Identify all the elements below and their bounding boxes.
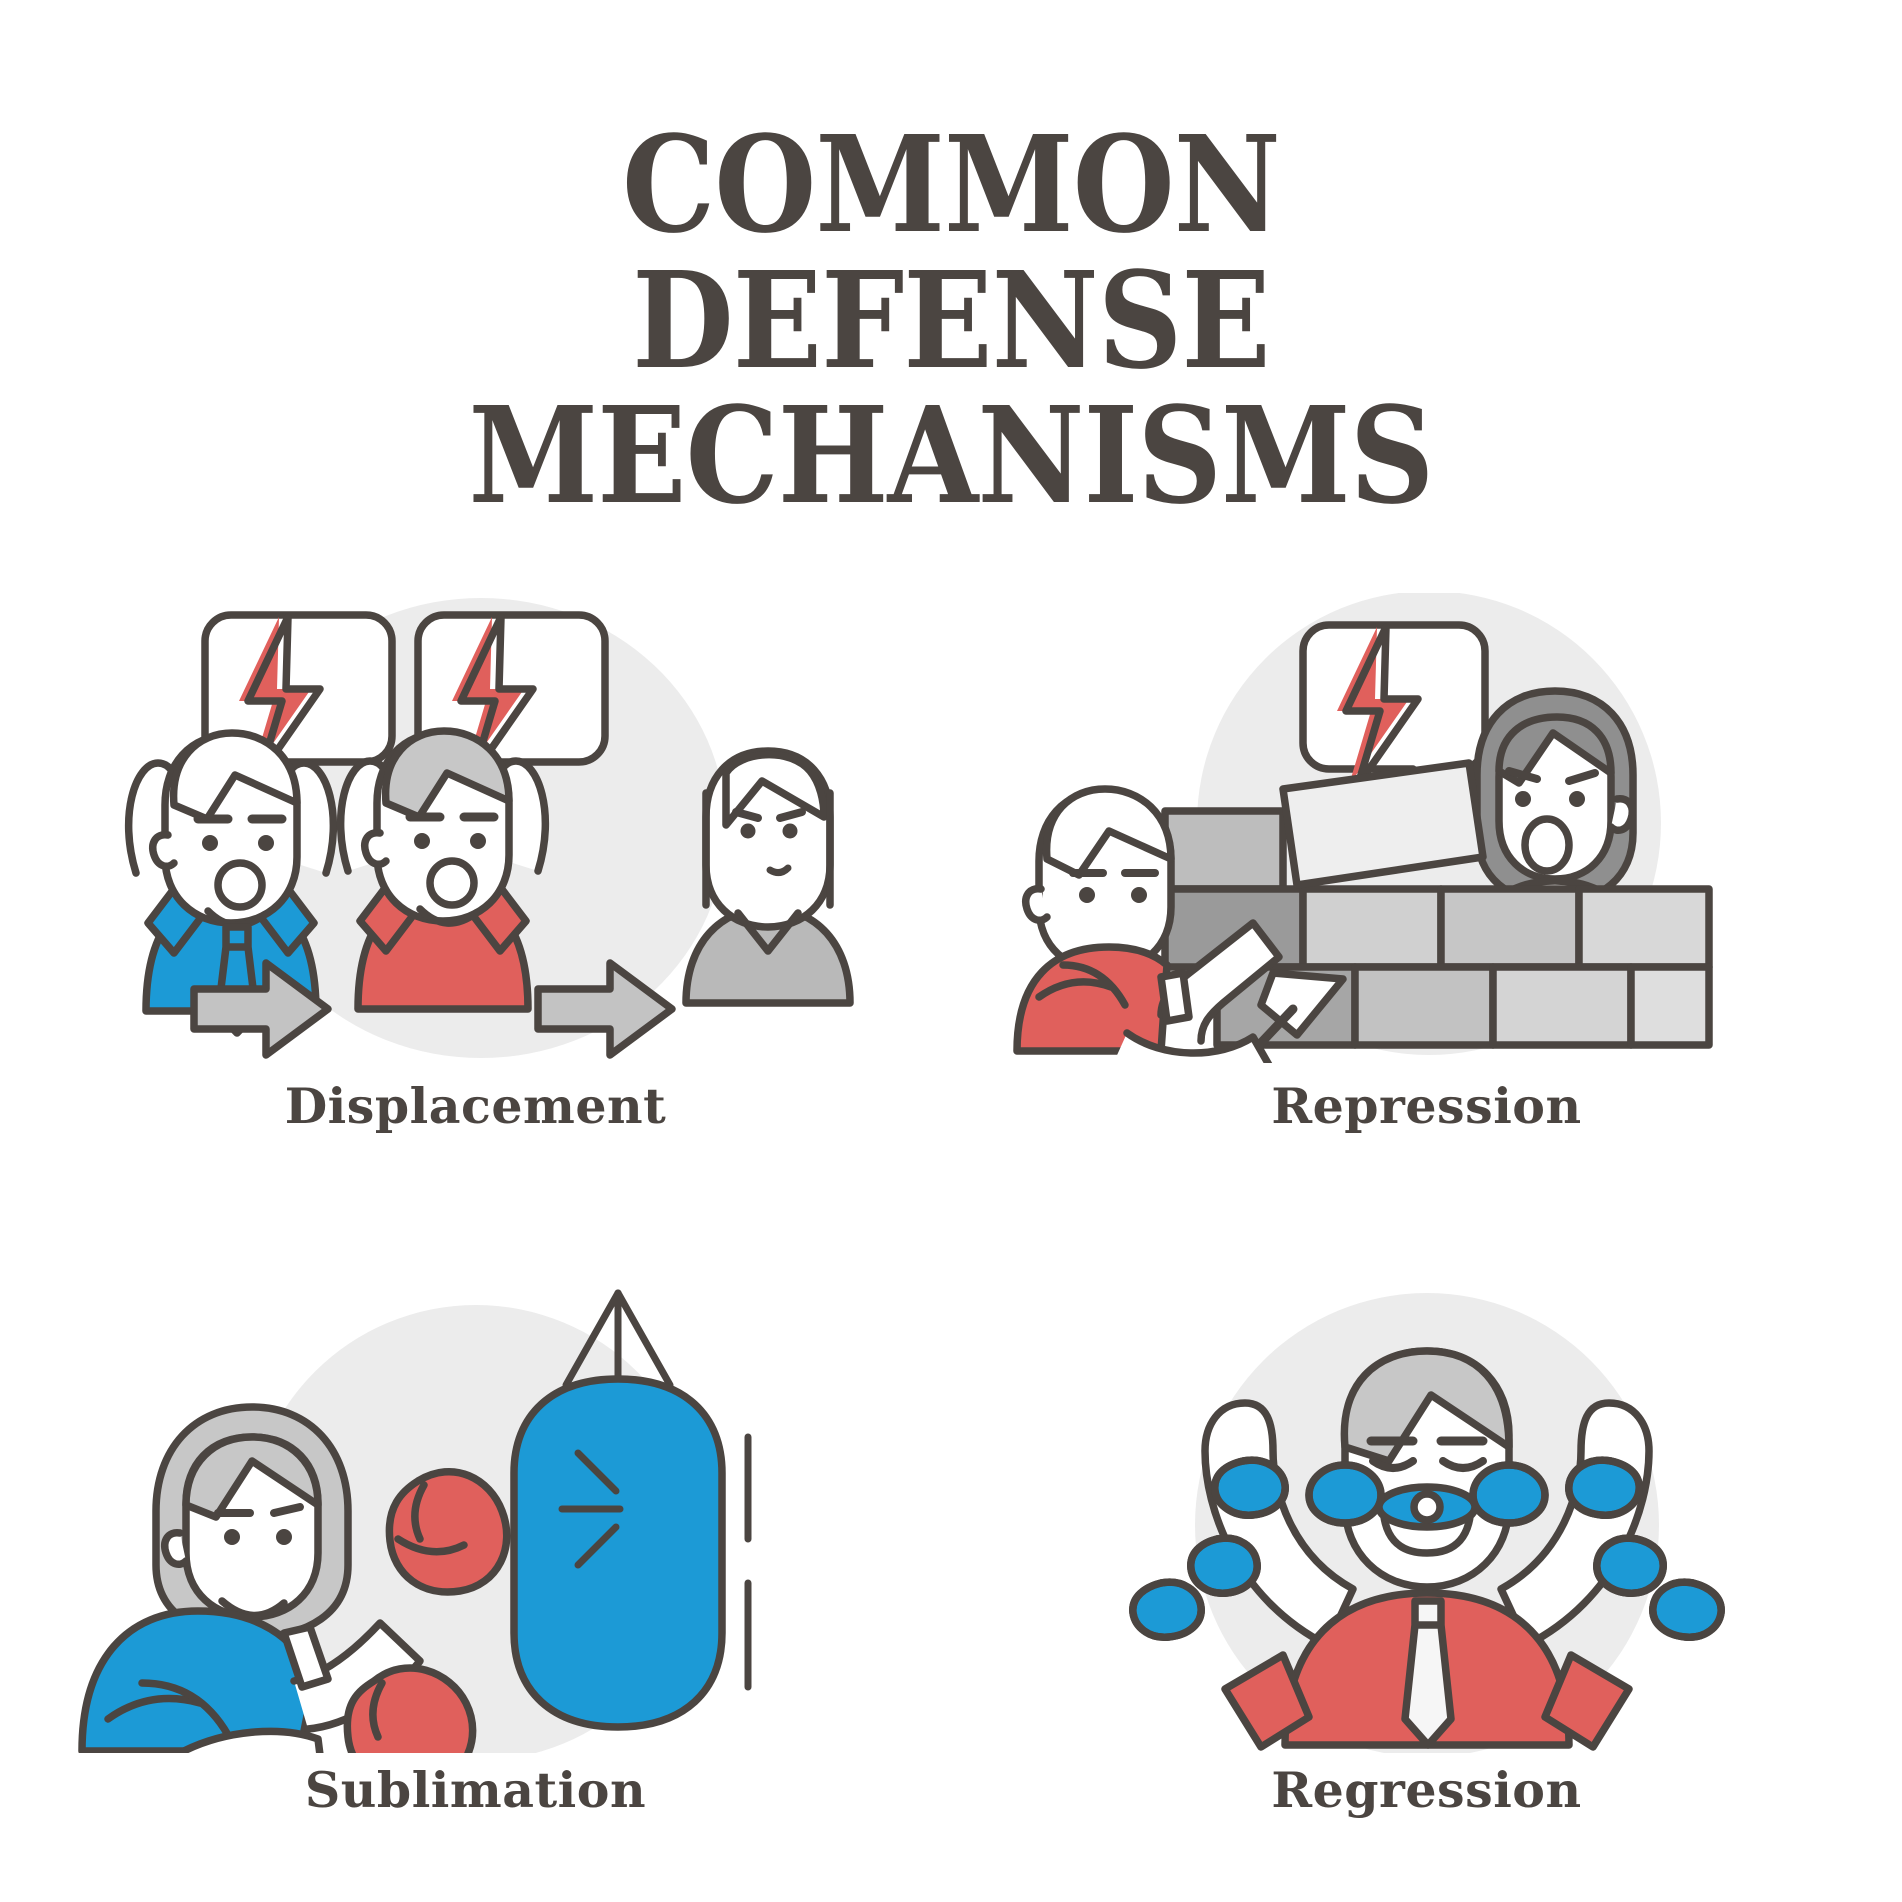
brick [1436, 885, 1583, 971]
man-ear [1021, 885, 1051, 924]
fringe [181, 1433, 322, 1521]
figure-red [336, 727, 549, 1013]
eye-right-blue [257, 834, 274, 851]
eye-left-blue [201, 834, 218, 851]
eye-l [223, 1528, 240, 1545]
glove-top-thumb [393, 1535, 468, 1556]
ear-blue [148, 831, 178, 870]
glove-top [385, 1467, 510, 1596]
man-shoulder-line2 [1058, 961, 1129, 1009]
arm-lower [179, 1727, 324, 1753]
brick [1488, 963, 1635, 1049]
pacifier [1374, 1483, 1479, 1531]
panel-repression[interactable]: Repression [951, 592, 1902, 1183]
woman-collar [733, 909, 802, 955]
man-eye-l [1078, 886, 1095, 903]
man-hair [1042, 785, 1175, 879]
sleeve-right [1540, 1651, 1633, 1751]
illustration-repression [977, 592, 1877, 1063]
caption-regression: Regression [1271, 1760, 1582, 1819]
hair-red [381, 727, 513, 821]
caption-repression: Repression [1271, 1076, 1582, 1135]
figure-man-builder [1012, 785, 1347, 1063]
cuff-up [1156, 969, 1193, 1025]
neck [217, 1597, 288, 1620]
trowel-handle [1254, 1004, 1297, 1050]
illustration-displacement [26, 593, 926, 1063]
eye-right-red [469, 832, 486, 849]
brick-wall [1160, 759, 1713, 1049]
woman-brow-l [1504, 766, 1541, 783]
eye-left-red [413, 832, 430, 849]
woman-eye-left [740, 823, 755, 839]
caption-displacement: Displacement [284, 1076, 667, 1135]
brick [1350, 963, 1497, 1049]
woman-brow-r [1564, 768, 1599, 785]
arrow-2 [533, 959, 676, 1059]
woman-fringe [1494, 713, 1615, 787]
mouth-red [425, 857, 478, 909]
bag-chain [562, 1289, 673, 1389]
panel-regression[interactable]: Regression [951, 1283, 1902, 1873]
eye-closed-right [1438, 1456, 1487, 1472]
glove-bottom-seam [368, 1679, 386, 1741]
sleeve-left [1220, 1651, 1313, 1751]
ear-red [360, 829, 390, 868]
illustration-regression [977, 1283, 1877, 1753]
panel-grid: Displacement [0, 592, 1902, 1873]
cuff-upper [279, 1623, 332, 1691]
figure-woman-boxer [77, 1403, 510, 1753]
brick [1160, 807, 1287, 893]
woman-eye-r [1568, 790, 1585, 807]
tie [1400, 1597, 1455, 1749]
woman-eye-l [1514, 790, 1531, 807]
page-title: COMMON DEFENSE MECHANISMS [468, 107, 1435, 535]
woman-mouth [766, 864, 791, 876]
body-line2 [137, 1679, 232, 1739]
mouth-blue [213, 859, 266, 911]
body-line1 [103, 1694, 204, 1723]
glove-top-seam [410, 1481, 428, 1543]
woman-brow-left [731, 807, 762, 822]
hair-blue [169, 729, 301, 823]
figure-woman [681, 747, 854, 1007]
neck-red [415, 905, 480, 927]
woman-eye-right [782, 823, 797, 839]
tears-outline [1128, 1456, 1725, 1641]
brow-r [269, 1502, 304, 1517]
man-eye-r [1130, 886, 1147, 903]
woman-hair [721, 750, 828, 829]
eye-r [275, 1528, 292, 1545]
eye-closed-left [1368, 1456, 1417, 1472]
arrow-1 [189, 959, 332, 1059]
impact-lines [558, 1449, 623, 1569]
brick [1626, 963, 1713, 1049]
woman-mouth [1520, 815, 1573, 875]
illustration-sublimation [26, 1283, 926, 1753]
caption-sublimation: Sublimation [304, 1760, 647, 1819]
hair [1340, 1347, 1513, 1465]
lightning-bolt-red [238, 616, 311, 775]
brick [1298, 885, 1445, 971]
man-body [1012, 943, 1171, 1055]
ear [160, 1529, 190, 1568]
panel-sublimation[interactable]: Sublimation [0, 1283, 951, 1873]
woman-ear [1606, 795, 1636, 834]
brick [1574, 885, 1713, 971]
panel-displacement[interactable]: Displacement [0, 593, 951, 1183]
woman-brow-right [775, 807, 806, 822]
punching-bag [509, 1375, 726, 1731]
man-shoulder-line [1034, 978, 1115, 1001]
arm-down [1113, 1029, 1272, 1063]
brick-held [1278, 759, 1487, 889]
